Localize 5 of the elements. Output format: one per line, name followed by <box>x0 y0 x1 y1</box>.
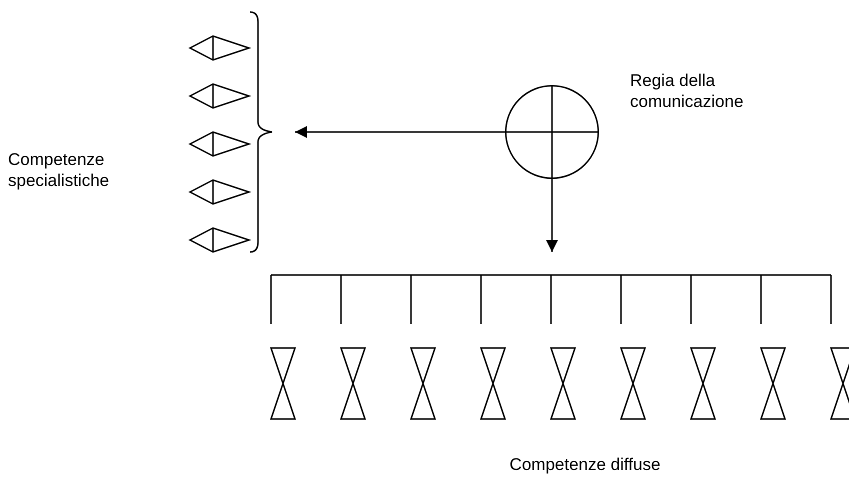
arrow <box>546 179 558 252</box>
caption-text: Competenze diffuse <box>508 454 662 475</box>
caption-text: Regia della comunicazione <box>630 70 744 112</box>
caption-text: Competenze specialistiche <box>8 149 110 191</box>
arrow <box>295 126 505 138</box>
